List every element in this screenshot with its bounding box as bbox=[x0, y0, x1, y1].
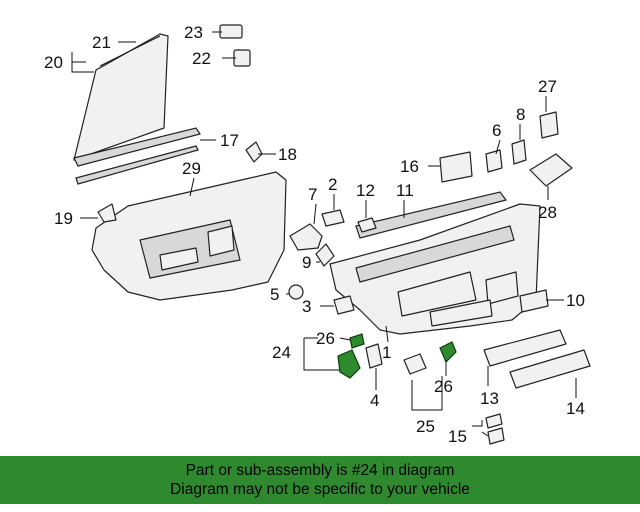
callout-29: 29 bbox=[182, 159, 201, 178]
highlighted-part-24 bbox=[337, 333, 457, 379]
exploded-parts-diagram: 20 21 23 22 17 18 29 19 7 2 12 11 16 6 8… bbox=[44, 23, 591, 446]
armrest-strip-part bbox=[355, 191, 508, 239]
callout-8: 8 bbox=[516, 105, 525, 124]
clip-part-19 bbox=[97, 203, 117, 223]
banner-line-disclaimer: Diagram may not be specific to your vehi… bbox=[170, 481, 470, 498]
callout-26-upper: 26 bbox=[316, 329, 335, 348]
info-banner: Part or sub-assembly is #24 in diagram D… bbox=[0, 456, 640, 504]
clip-part-12 bbox=[357, 217, 377, 233]
callout-25: 25 bbox=[416, 417, 435, 436]
switch-part-6 bbox=[485, 149, 503, 173]
clip-part-23 bbox=[219, 24, 243, 39]
callout-27: 27 bbox=[538, 77, 557, 96]
callout-16: 16 bbox=[400, 157, 419, 176]
callout-7: 7 bbox=[308, 185, 317, 204]
bracket-part-4 bbox=[365, 343, 383, 369]
callout-13: 13 bbox=[480, 389, 499, 408]
cap-part-2 bbox=[321, 209, 345, 227]
handle-part-7 bbox=[289, 223, 323, 251]
callout-9: 9 bbox=[302, 253, 311, 272]
callout-24: 24 bbox=[272, 343, 291, 362]
clip-part-9 bbox=[315, 243, 335, 267]
callout-2: 2 bbox=[328, 175, 337, 194]
clip-part-15a bbox=[485, 413, 503, 429]
callout-22: 22 bbox=[192, 49, 211, 68]
callout-17: 17 bbox=[220, 131, 239, 150]
callout-19: 19 bbox=[54, 209, 73, 228]
callout-11: 11 bbox=[396, 181, 414, 200]
callout-18: 18 bbox=[278, 145, 297, 164]
callout-3: 3 bbox=[302, 297, 311, 316]
clip-part-15b bbox=[487, 427, 505, 445]
door-trim-panel-part bbox=[91, 171, 287, 301]
leader-lines bbox=[71, 31, 577, 437]
cover-part-10 bbox=[519, 289, 549, 313]
callout-20: 20 bbox=[44, 53, 63, 72]
callout-23: 23 bbox=[184, 23, 203, 42]
grip-part-13 bbox=[483, 329, 567, 367]
clip-part-25 bbox=[403, 353, 427, 375]
banner-line-part-note: Part or sub-assembly is #24 in diagram bbox=[185, 462, 455, 479]
callout-1: 1 bbox=[382, 343, 391, 362]
switch-part-8 bbox=[511, 139, 527, 165]
window-glass-part bbox=[73, 33, 169, 161]
callout-14: 14 bbox=[566, 399, 585, 418]
callout-4: 4 bbox=[370, 391, 379, 410]
pull-part-14 bbox=[509, 349, 591, 389]
clip-part-22 bbox=[233, 49, 251, 67]
callout-5: 5 bbox=[270, 285, 279, 304]
callout-labels: 20 21 23 22 17 18 29 19 7 2 12 11 16 6 8… bbox=[44, 23, 585, 446]
callout-10: 10 bbox=[566, 291, 585, 310]
callout-12: 12 bbox=[356, 181, 375, 200]
bezel-part-28 bbox=[529, 153, 573, 187]
pocket-part-16 bbox=[439, 151, 473, 183]
callout-6: 6 bbox=[492, 121, 501, 140]
callout-28: 28 bbox=[538, 203, 557, 222]
screw-part-5 bbox=[288, 284, 304, 300]
callout-21: 21 bbox=[92, 33, 111, 52]
callout-26-lower: 26 bbox=[434, 377, 453, 396]
small-parts-group bbox=[97, 24, 591, 445]
belt-molding-part bbox=[73, 127, 201, 185]
bracket-part-3 bbox=[333, 295, 355, 315]
bracket-part-18 bbox=[245, 141, 263, 163]
callout-15: 15 bbox=[448, 427, 467, 446]
switch-part-27 bbox=[539, 111, 559, 139]
main-door-trim-part bbox=[329, 203, 541, 335]
